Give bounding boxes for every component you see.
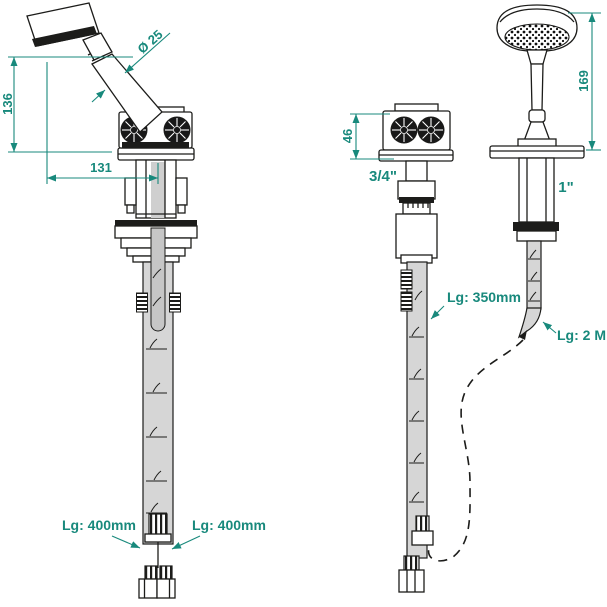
hose-connector-upper [400,269,413,290]
thread-left [144,565,158,580]
label-lg-400-right: Lg: 400mm [192,517,266,533]
mixer-knob-side-left [390,116,418,144]
dim-label-131: 131 [90,160,112,175]
label-lg-2m: Lg: 2 M [557,327,606,343]
dim-front-height: 136 [0,56,133,153]
dim-label-valve-thread: 3/4" [369,168,397,185]
valve-column-side [395,160,438,264]
dim-label-holder-thread: 1" [558,179,573,196]
thread-right [159,565,173,580]
dim-label-46: 46 [340,129,355,143]
hose-connector-left [136,292,148,313]
dim-shower-height: 169 [568,12,601,151]
shower-hose-outlet [411,515,434,546]
mixer-valve-body-side [382,103,451,151]
hose-end-fitting-middle [398,555,425,593]
hose-connector-right [169,292,181,313]
shower-hose-stub [517,240,542,340]
hose-bend [517,307,542,339]
side-view [378,103,454,593]
hand-shower-stowed [496,4,578,148]
hand-shower-neck [82,32,113,61]
shower-handle-stowed [530,63,544,111]
hose-end-fittings-front [138,513,176,599]
label-lg-350: Lg: 350mm [447,289,521,305]
mounting-clip-left [124,177,137,206]
spray-face-front [32,26,97,47]
mounting-clip-right [175,177,188,206]
label-lg-400-left: Lg: 400mm [62,517,136,533]
label-hose-front-left: Lg: 400mm [62,517,141,549]
dim-label-diameter: Ø 25 [134,27,165,57]
valve-block [148,513,168,537]
mixer-knob-side-right [417,116,445,144]
mixer-knob-right [163,116,191,144]
spray-face-stowed [504,23,570,51]
label-shower-hose: Lg: 2 M [542,321,606,343]
dim-valve-height: 46 [340,113,394,160]
hose-connector-lower [400,291,413,312]
label-hose-front-right: Lg: 400mm [171,517,266,550]
dim-label-169: 169 [576,70,591,92]
dim-front-reach: 131 [46,62,159,184]
hex-nut-left [138,578,158,599]
hand-shower-front [26,2,163,133]
below-deck-body [124,159,188,219]
dimension-annotations: 136 131 Ø 25 46 3/4" 169 [0,12,606,550]
flexible-shower-hose-dashed [427,339,524,562]
hex-nut-right [156,578,176,599]
holder-flange [489,145,585,159]
holder-tube [513,157,559,242]
label-hose-middle: Lg: 350mm [430,289,521,320]
hand-shower-stowed-view [427,4,585,562]
shower-neck-stowed [526,49,548,65]
supply-hoses-front [136,227,181,568]
dim-label-136: 136 [0,93,15,115]
supply-hose-middle [400,261,428,559]
inner-shower-hose [150,227,166,332]
front-view [26,2,198,599]
hose-tip [519,330,527,340]
